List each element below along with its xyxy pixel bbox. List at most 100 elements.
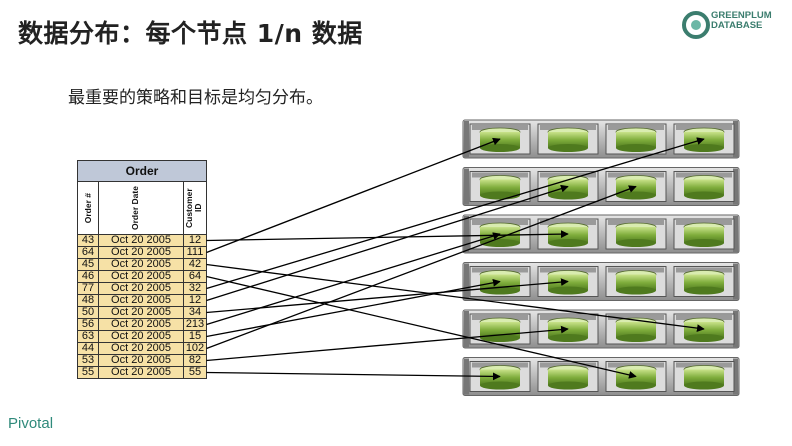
disk-bay xyxy=(673,218,735,250)
server-unit xyxy=(462,119,740,159)
disk-bay xyxy=(605,218,667,250)
order-date-cell: Oct 20 2005 xyxy=(98,270,184,283)
disk-bay xyxy=(605,266,667,297)
disk-vent xyxy=(676,267,732,273)
disk-bay xyxy=(537,361,599,392)
server-chassis xyxy=(462,167,740,206)
disk-vent xyxy=(608,172,664,178)
disk-bottom xyxy=(616,144,656,152)
rack-ear xyxy=(464,168,469,205)
header-order-number: Order # xyxy=(77,181,99,235)
brand-line2: DATABASE xyxy=(711,20,763,31)
rack-ear xyxy=(733,121,738,157)
distribution-arrow xyxy=(206,371,501,381)
order-number-cell: 44 xyxy=(77,342,99,355)
disk-bottom xyxy=(548,334,588,342)
disk-vent xyxy=(472,220,528,225)
disk-vent xyxy=(472,267,528,273)
distribution-arrow xyxy=(206,137,501,254)
distribution-arrow xyxy=(206,278,569,314)
disk-bay xyxy=(673,361,735,392)
distribution-arrow xyxy=(206,263,705,332)
rack-ear xyxy=(733,168,738,205)
disk-vent xyxy=(472,315,528,320)
order-number-cell: 46 xyxy=(77,270,99,283)
disk-vent xyxy=(472,125,528,130)
disk-bay xyxy=(469,313,531,345)
server-stack xyxy=(462,119,740,396)
order-number-cell: 63 xyxy=(77,330,99,343)
customer-id-cell: 12 xyxy=(183,294,207,307)
disk-bottom xyxy=(684,334,724,342)
server-chassis xyxy=(462,214,740,254)
order-date-cell: Oct 20 2005 xyxy=(98,234,184,247)
order-number-cell: 50 xyxy=(77,306,99,319)
server-chassis xyxy=(462,119,740,159)
disk-bottom xyxy=(548,381,588,390)
disk-bottom xyxy=(480,144,520,152)
rack-ear xyxy=(464,216,469,252)
customer-id-cell: 55 xyxy=(183,366,207,379)
disk-vent xyxy=(608,362,664,368)
order-number-cell: 43 xyxy=(77,234,99,247)
disk-bottom xyxy=(684,381,724,390)
disk-bottom xyxy=(548,191,588,200)
disk-vent xyxy=(608,220,664,225)
disk-bottom xyxy=(684,191,724,200)
disk-body xyxy=(616,274,656,291)
distribution-arrow xyxy=(206,278,501,338)
greenplum-logo-icon xyxy=(682,11,710,39)
disk-body xyxy=(616,132,656,148)
customer-id-cell: 64 xyxy=(183,270,207,283)
distribution-arrow xyxy=(206,184,569,302)
rack-ear xyxy=(464,263,469,300)
rack-ear xyxy=(733,263,738,300)
disk-bay xyxy=(673,266,735,297)
disk-body xyxy=(684,227,724,243)
disk-bottom xyxy=(616,286,656,295)
disk-vent xyxy=(540,267,596,273)
disk-bottom xyxy=(684,144,724,152)
disk-bay xyxy=(537,313,599,345)
disk-vent xyxy=(472,172,528,178)
disk-body xyxy=(684,274,724,291)
pivotal-logo: Pivotal xyxy=(8,415,54,432)
customer-id-cell: 42 xyxy=(183,258,207,271)
distribution-arrow xyxy=(206,137,705,290)
disk-vent xyxy=(608,267,664,273)
order-number-cell: 55 xyxy=(77,366,99,379)
disk-vent xyxy=(540,362,596,368)
order-date-cell: Oct 20 2005 xyxy=(98,306,184,319)
disk-bottom xyxy=(684,286,724,295)
order-number-cell: 48 xyxy=(77,294,99,307)
rack-ear xyxy=(464,311,469,347)
disk-vent xyxy=(676,220,732,225)
distribution-arrow xyxy=(206,275,637,379)
rack-ear xyxy=(464,121,469,157)
brand-wordmark: GREENPLUM DATABASE xyxy=(711,11,772,31)
slide-subtitle: 最重要的策略和目标是均匀分布。 xyxy=(68,88,323,108)
disk-body xyxy=(684,369,724,386)
disk-vent xyxy=(540,172,596,178)
brand-line1: GREENPLUM xyxy=(711,10,772,21)
order-table-caption: Order xyxy=(77,160,207,182)
disk-bay xyxy=(469,171,531,202)
disk-vent xyxy=(472,362,528,368)
disk-body xyxy=(480,179,520,196)
server-chassis xyxy=(462,309,740,349)
slide-title: 数据分布：每个节点 1/n 数据 xyxy=(18,19,363,48)
customer-id-cell: 213 xyxy=(183,318,207,331)
disk-body xyxy=(548,369,588,386)
disk-bottom xyxy=(616,191,656,200)
